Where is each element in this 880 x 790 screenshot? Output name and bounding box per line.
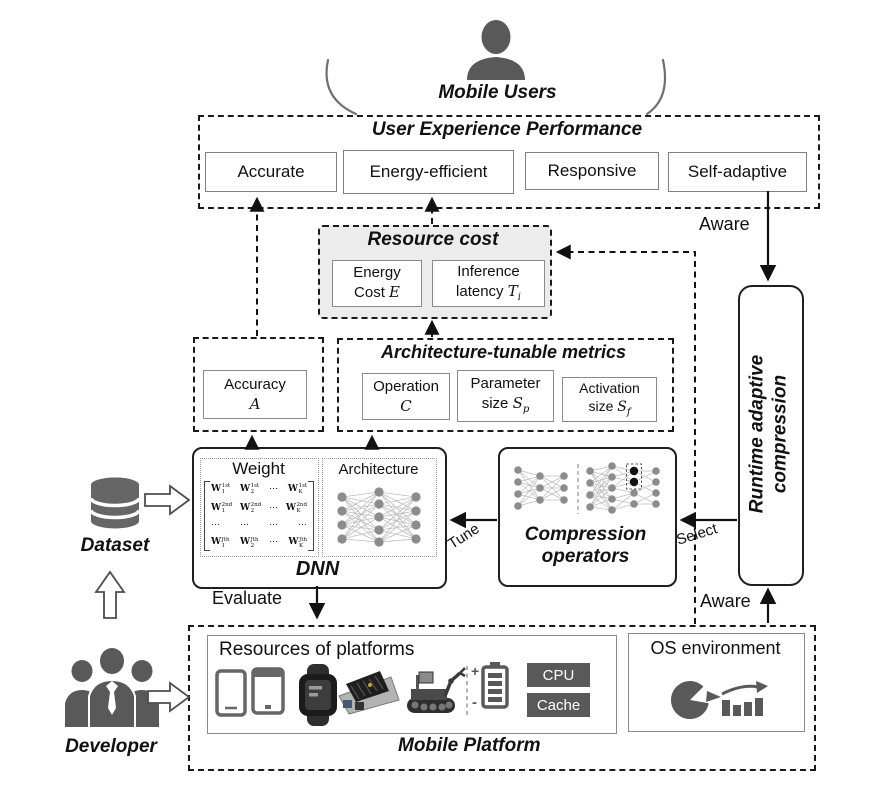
inference-latency-line1: Inference	[457, 262, 520, 280]
select-label: Select	[674, 520, 720, 549]
developer-to-dataset-arrow	[94, 570, 126, 619]
self-adaptive-label: Self-adaptive	[687, 162, 788, 181]
smartphone-icon	[215, 669, 247, 717]
dataset-label: Dataset	[80, 535, 150, 556]
pie-chart-icon	[670, 681, 721, 720]
responsive-label: Responsive	[547, 161, 637, 180]
user-experience-box	[198, 115, 820, 209]
battery-minus: -	[472, 694, 477, 711]
aware-bottom-label: Aware	[700, 591, 751, 611]
robot-icon	[407, 667, 466, 713]
resource-cost-title: Resource cost	[367, 229, 499, 250]
smartphone-icon-2	[251, 667, 285, 715]
os-environment-title: OS environment	[650, 638, 781, 658]
energy-efficient-box: Energy-efficient	[343, 150, 514, 194]
inference-latency-line2: latency Ti	[456, 281, 521, 303]
mobile-user-icon	[467, 20, 525, 80]
battery-plus: +	[471, 663, 479, 679]
dev-board-icon	[338, 671, 400, 715]
accurate-box: Accurate	[205, 152, 337, 192]
compression-operators-label: Compression operators	[524, 524, 647, 567]
parameter-size-box: Parameter size Sp	[457, 370, 554, 422]
responsive-box: Responsive	[525, 152, 659, 190]
self-adaptive-box: Self-adaptive	[668, 152, 807, 192]
resources-devices: + -	[215, 662, 509, 726]
accuracy-outer-box	[193, 337, 324, 432]
energy-cost-box: Energy Cost E	[332, 260, 422, 307]
dataset-to-dnn-arrow	[144, 484, 191, 516]
metrics-title: Architecture-tunable metrics	[380, 342, 627, 362]
operation-label: Operation	[373, 377, 439, 395]
weight-title: Weight	[232, 459, 285, 478]
mobile-platform-label: Mobile Platform	[398, 735, 541, 756]
activation-size-box: Activation size Sf	[562, 377, 657, 422]
parameter-line2: size Sp	[481, 394, 530, 416]
parameter-label: Parameter	[470, 375, 541, 393]
runtime-adaptive-box	[738, 285, 804, 586]
accurate-label: Accurate	[237, 162, 305, 181]
mobile-users-label: Mobile Users	[438, 82, 557, 103]
cache-box: Cache	[527, 693, 590, 717]
dnn-label: DNN	[295, 558, 340, 580]
smartwatch-icon	[299, 664, 337, 726]
aware-top-label: Aware	[699, 214, 750, 234]
tune-label: Tune	[445, 520, 483, 553]
accuracy-box: Accuracy A	[203, 370, 307, 419]
accuracy-label: Accuracy	[224, 375, 286, 393]
energy-cost-line1: Energy	[353, 264, 401, 282]
accuracy-var: A	[249, 394, 261, 413]
left-arc	[325, 58, 358, 116]
operation-box: Operation C	[362, 373, 450, 420]
activation-line2: size Sf	[588, 397, 631, 418]
neural-network-icon	[337, 487, 421, 547]
os-icons	[670, 681, 768, 720]
cpu-box: CPU	[527, 663, 590, 687]
architecture-title: Architecture	[338, 461, 419, 478]
inference-latency-box: Inference latency Ti	[432, 260, 545, 307]
bar-chart-icon	[721, 681, 768, 716]
database-icon	[89, 477, 141, 529]
operation-var: C	[400, 396, 412, 415]
resources-title: Resources of platforms	[219, 639, 415, 660]
right-arc	[645, 58, 667, 116]
os-environment-box	[628, 633, 805, 732]
user-experience-title: User Experience Performance	[371, 119, 643, 140]
compression-networks-icon	[514, 462, 660, 514]
battery-icon: + -	[471, 662, 509, 711]
developer-group-icon	[63, 646, 161, 729]
activation-label: Activation	[579, 380, 640, 397]
energy-efficient-label: Energy-efficient	[369, 162, 488, 181]
matrix-bracket-right	[308, 481, 314, 551]
developer-label: Developer	[65, 736, 157, 757]
energy-cost-line2: Cost E	[354, 283, 400, 301]
weight-box	[200, 458, 319, 557]
evaluate-label: Evaluate	[212, 588, 283, 608]
runtime-adaptive-label: Runtime adaptive compression	[746, 354, 790, 513]
matrix-bracket-left	[204, 481, 210, 551]
